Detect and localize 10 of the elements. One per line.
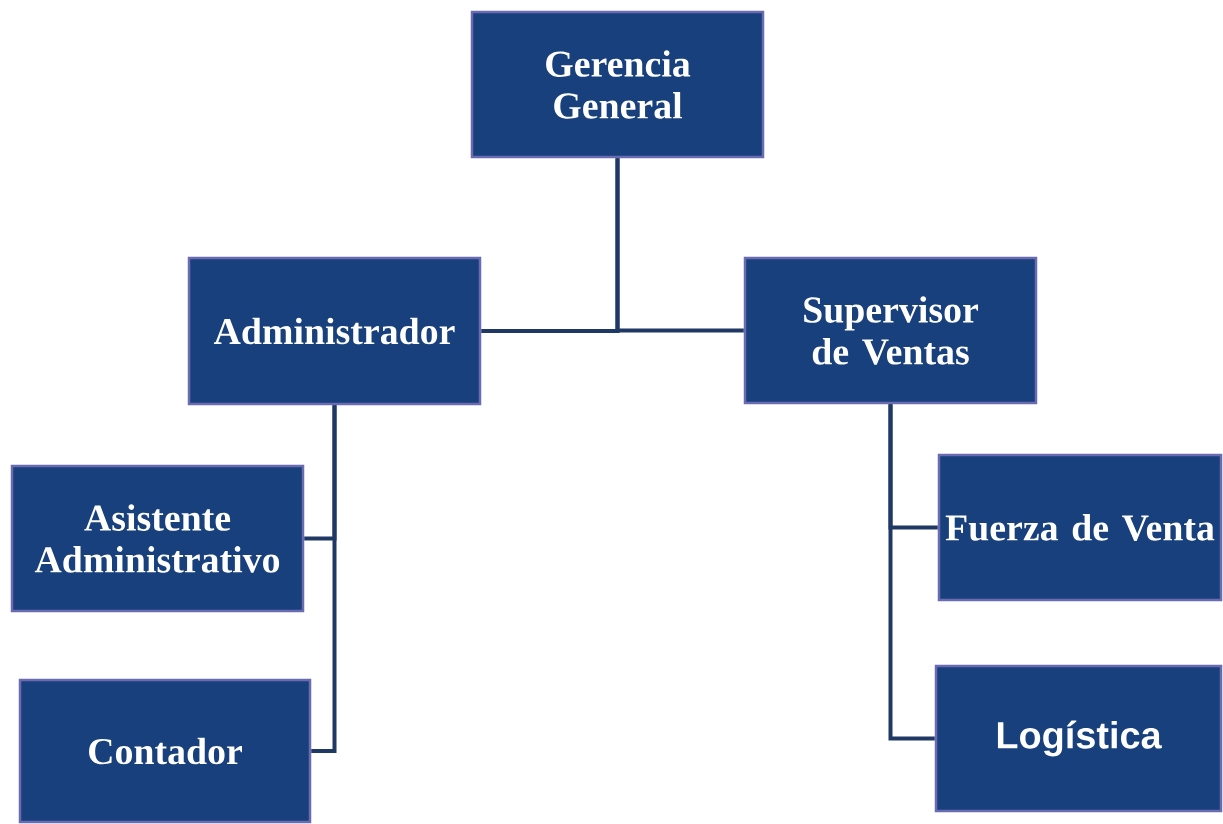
org-box: Asistente Administrativo: [10, 464, 305, 613]
org-box: Gerencia General: [470, 10, 765, 159]
connector-line: [615, 158, 744, 333]
connector-line: [311, 405, 337, 753]
org-box: Administrador: [187, 256, 482, 406]
connector-line: [888, 404, 935, 741]
org-box: Supervisor de Ventas: [743, 256, 1038, 405]
org-box: Contador: [18, 678, 312, 824]
org-box: Logística: [934, 664, 1223, 813]
org-box: Fuerza de Venta: [937, 453, 1223, 602]
